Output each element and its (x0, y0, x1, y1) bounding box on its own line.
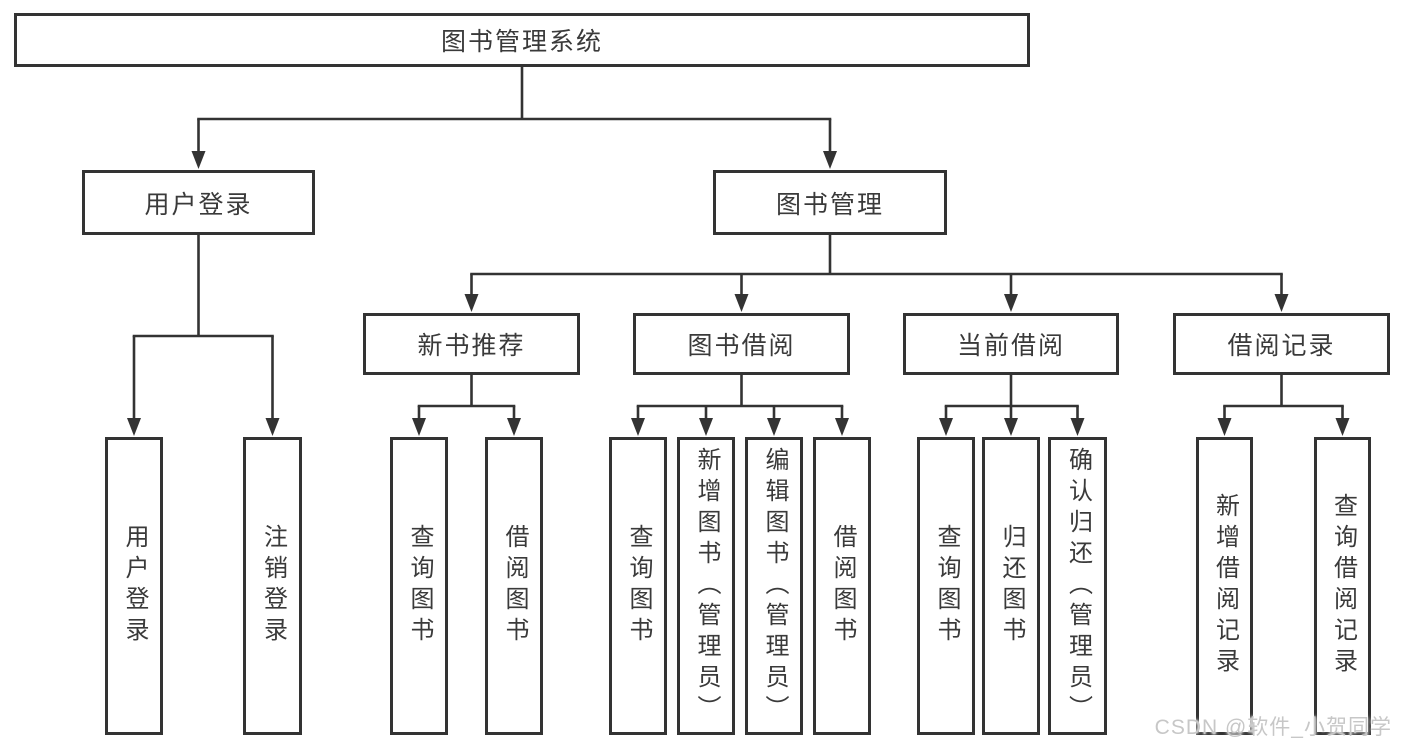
node-label: 用户登录 (121, 524, 148, 648)
node-rec-borrow-book: 借阅图书 (485, 437, 543, 735)
arrowhead (265, 418, 280, 436)
node-new-book-rec: 新书推荐 (363, 313, 580, 375)
node-label: 图书借阅 (687, 332, 796, 360)
node-label: 借阅图书 (829, 524, 856, 648)
node-br-query-record: 查询借阅记录 (1314, 437, 1371, 735)
node-user-login: 用户登录 (82, 170, 315, 235)
node-rec-query-book: 查询图书 (390, 437, 448, 735)
node-cb-confirm-return: 确认归还（管理员） (1048, 437, 1107, 735)
node-root: 图书管理系统 (14, 13, 1030, 67)
watermark-text: CSDN @软件_小贺同学 (1154, 716, 1392, 739)
arrowhead (507, 418, 521, 436)
node-label: 归还图书 (998, 524, 1025, 648)
node-label: 新增图书（管理员） (693, 446, 720, 726)
arrowhead (631, 418, 645, 436)
node-label: 查询借阅记录 (1329, 493, 1357, 679)
arrowhead (1217, 418, 1232, 436)
node-bb-query-book: 查询图书 (609, 437, 667, 735)
node-label: 编辑图书（管理员） (761, 446, 788, 726)
arrowhead (835, 418, 849, 436)
arrowhead (1335, 418, 1350, 436)
node-label: 查询图书 (625, 524, 652, 648)
node-bb-edit-book: 编辑图书（管理员） (745, 437, 803, 735)
arrowhead (191, 151, 206, 169)
node-label: 借阅图书 (501, 524, 528, 648)
node-label: 查询图书 (933, 524, 960, 648)
node-leaf-logout: 注销登录 (243, 437, 302, 735)
node-label: 新增借阅记录 (1211, 493, 1239, 679)
node-label: 图书管理 (775, 190, 884, 219)
node-label: 确认归还（管理员） (1064, 446, 1092, 726)
arrowhead (127, 418, 141, 436)
node-cb-return-book: 归还图书 (982, 437, 1040, 735)
node-label: 借阅记录 (1227, 332, 1336, 360)
node-leaf-user-login: 用户登录 (105, 437, 163, 735)
arrowhead (1004, 294, 1018, 312)
node-book-borrow: 图书借阅 (633, 313, 850, 375)
arrowhead (1274, 294, 1289, 312)
node-label: 图书管理系统 (440, 28, 603, 56)
node-cb-query-book: 查询图书 (917, 437, 975, 735)
arrowhead (464, 294, 479, 312)
node-bb-add-book: 新增图书（管理员） (677, 437, 735, 735)
node-label: 新书推荐 (417, 332, 526, 360)
arrowhead (767, 418, 781, 436)
node-br-add-record: 新增借阅记录 (1196, 437, 1253, 735)
node-book-mgmt: 图书管理 (713, 170, 947, 235)
arrowhead (1004, 418, 1018, 436)
node-label: 当前借阅 (956, 332, 1065, 360)
arrowhead (412, 418, 426, 436)
node-label: 注销登录 (259, 524, 287, 648)
node-label: 查询图书 (406, 524, 433, 648)
node-label: 用户登录 (144, 190, 253, 219)
arrowhead (939, 418, 953, 436)
arrowhead (699, 418, 713, 436)
node-current-borrow: 当前借阅 (903, 313, 1119, 375)
node-bb-borrow-book: 借阅图书 (813, 437, 871, 735)
arrowhead (1070, 418, 1085, 436)
node-borrow-records: 借阅记录 (1173, 313, 1390, 375)
arrowhead (823, 151, 837, 169)
arrowhead (734, 294, 749, 312)
